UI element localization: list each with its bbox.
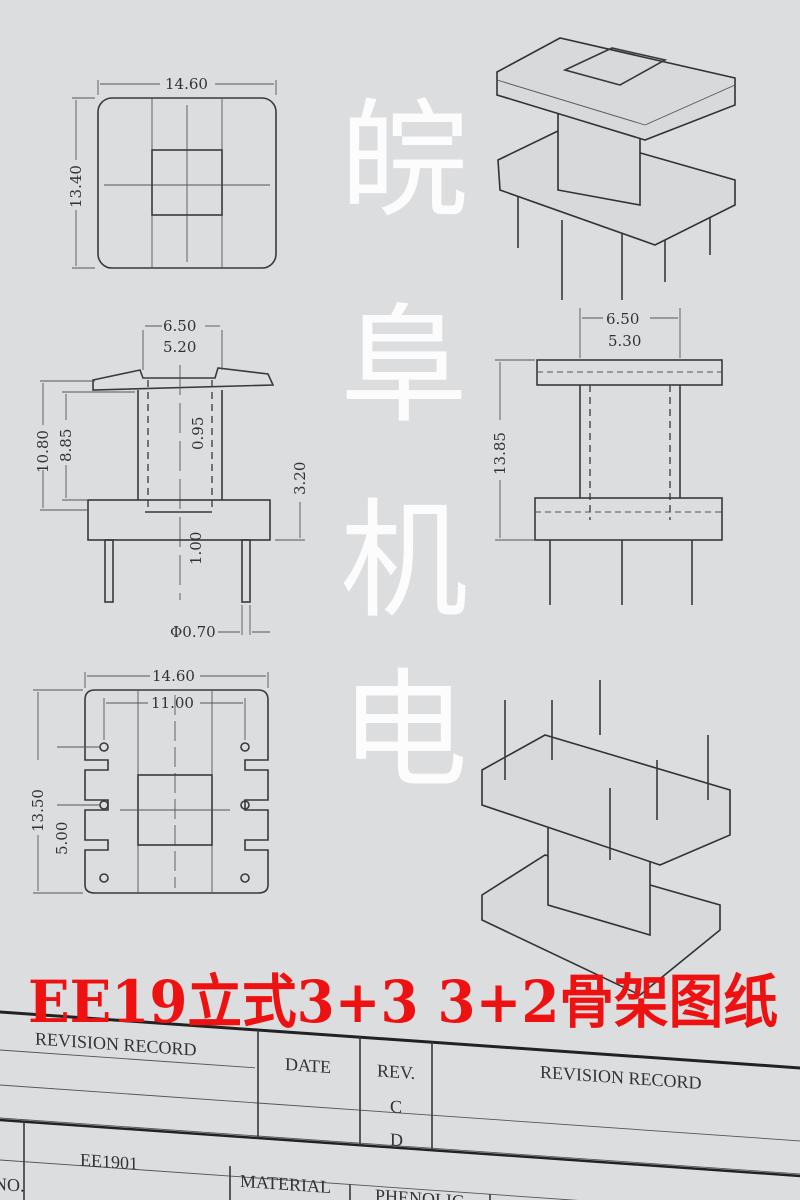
side-3p3-dim-bottom: 1.00 [187, 532, 205, 565]
side-3p2-dim-h: 13.85 [491, 432, 509, 475]
top-width-dim: 14.60 [165, 75, 208, 93]
side-3p3-dim-flange: 0.95 [189, 417, 207, 450]
top-height-dim: 13.40 [67, 165, 85, 208]
watermark: 皖 阜 机 电 [340, 87, 468, 806]
side-3p3-dim-base: 3.20 [291, 462, 309, 495]
material-value: PHENOLIC [375, 1185, 464, 1200]
isometric-view-3p3 [496, 37, 736, 300]
bottom-view: 14.60 11.00 13.50 5.00 [29, 667, 269, 894]
date-header: DATE [285, 1054, 331, 1077]
red-title: EE19立式3+3 3+2骨架图纸 [28, 968, 778, 1036]
part-number: EE1901 [80, 1150, 138, 1174]
top-view: 14.60 13.40 [67, 75, 277, 269]
isometric-view-3p2 [481, 680, 731, 996]
side-3p3-dim-h2: 8.85 [57, 429, 75, 462]
bottom-height-dim: 13.50 [29, 789, 47, 832]
title-block: REVISION RECORD DATE REV. REVISION RECOR… [0, 1010, 800, 1200]
watermark-char-4: 电 [340, 657, 468, 806]
side-view-3p2: 6.50 5.30 13.85 [491, 308, 723, 605]
side-3p3-dim-a: 6.50 [163, 317, 196, 335]
rev-header: REV. [377, 1060, 415, 1083]
side-3p3-dim-h1: 10.80 [34, 430, 52, 473]
watermark-char-2: 阜 [340, 292, 468, 441]
rev-d: D [390, 1129, 403, 1150]
side-3p2-dim-b: 5.30 [608, 332, 641, 350]
watermark-char-1: 皖 [340, 87, 468, 236]
bottom-pin-pitch-dim: 5.00 [53, 822, 71, 855]
bottom-pitch-dim: 11.00 [151, 694, 194, 712]
rev-c: C [390, 1096, 402, 1117]
side-3p3-dim-b: 5.20 [163, 338, 196, 356]
watermark-char-3: 机 [340, 487, 468, 636]
bottom-width-dim: 14.60 [152, 667, 195, 685]
side-3p2-dim-a: 6.50 [606, 310, 639, 328]
side-3p3-dim-pin: Φ0.70 [170, 623, 216, 641]
part-no-label: NO. [0, 1174, 24, 1196]
side-view-3p3: 6.50 5.20 10.80 8.85 0.95 3.20 1.00 Φ0.7… [34, 317, 309, 641]
